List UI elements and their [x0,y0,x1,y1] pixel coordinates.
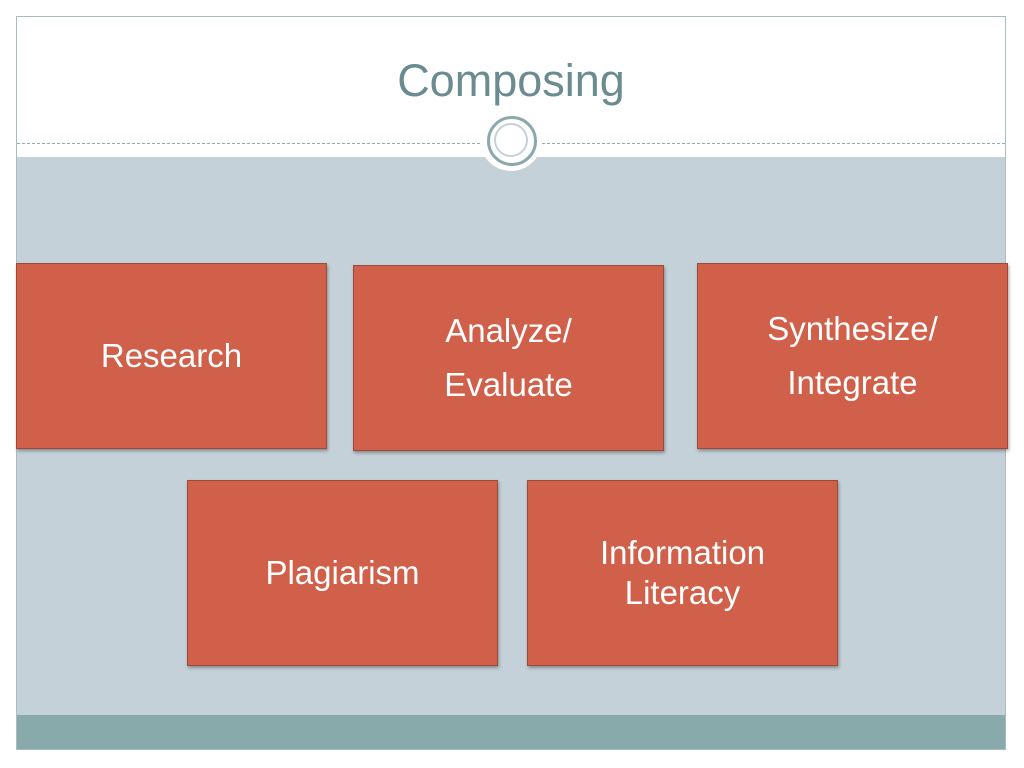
footer-band [17,715,1005,749]
slide-title: Composing [397,55,625,106]
box-label-line-2: Evaluate [444,366,573,403]
circle-ornament-icon [487,116,537,166]
box-label: Plagiarism [265,554,420,591]
box-label-line-1: Analyze/ [445,312,572,349]
box-label: Research [100,337,243,374]
box-plagiarism: Plagiarism [187,480,498,666]
box-information-literacy: Information Literacy [527,480,838,666]
box-synthesize-integrate: Synthesize/ Integrate [697,263,1008,449]
box-label-line-2: Literacy [624,574,741,611]
box-analyze-evaluate: Analyze/ Evaluate [353,265,664,451]
box-label-line-1: Information [599,534,766,571]
box-research: Research [16,263,327,449]
box-label-line-2: Integrate [787,364,918,401]
box-label-line-1: Synthesize/ [767,310,938,347]
